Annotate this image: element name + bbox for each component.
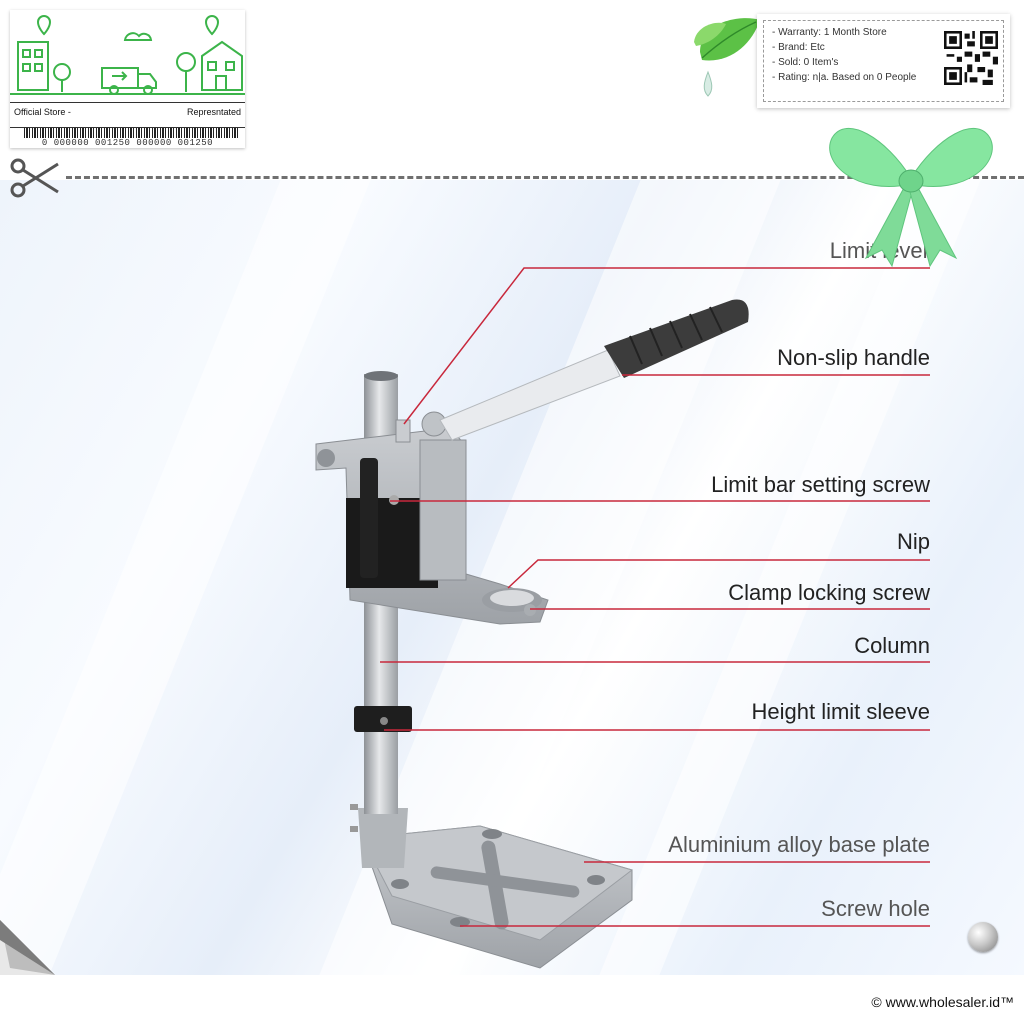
callout-label-nip: Nip	[896, 529, 930, 554]
official-store-label: Official Store -	[14, 107, 71, 117]
store-illustration-icon	[10, 15, 245, 95]
green-bow-icon	[829, 128, 993, 268]
warranty-text: - Warranty: 1 Month Store	[772, 27, 887, 38]
sold-text: - Sold: 0 Item's	[772, 57, 839, 68]
leaf-drop-icon	[694, 18, 760, 97]
barcode-number: 0 000000 001250 000000 001250	[41, 138, 214, 148]
scissors-icon	[10, 158, 59, 198]
callout-label-limit-bar-setting-screw: Limit bar setting screw	[711, 472, 930, 497]
callout-label-clamp-locking-screw: Clamp locking screw	[728, 580, 930, 605]
callout-line-limit-lever	[403, 267, 930, 425]
callout-label-base-plate: Aluminium alloy base plate	[668, 832, 930, 857]
callout-label-non-slip-handle: Non-slip handle	[777, 345, 930, 370]
callout-label-height-limit-sleeve: Height limit sleeve	[751, 699, 930, 724]
rating-text: - Rating: n|a. Based on 0 People	[772, 72, 917, 83]
cut-line-divider	[66, 176, 1024, 179]
page-curl-icon	[0, 920, 55, 975]
copyright-text: © www.wholesaler.id™	[871, 994, 1014, 1010]
represented-label: Represntated	[186, 107, 241, 117]
info-dashed-frame: - Warranty: 1 Month Store - Brand: Etc -…	[763, 20, 1004, 102]
qr-code-icon	[944, 31, 998, 85]
official-store-card: Official Store - Represntated 0 000000 0…	[10, 10, 245, 148]
callout-label-screw-hole: Screw hole	[821, 896, 930, 921]
scroll-to-top-button[interactable]	[968, 922, 998, 952]
callout-label-column: Column	[854, 633, 930, 658]
brand-text: - Brand: Etc	[772, 42, 825, 53]
barcode-icon	[24, 128, 239, 138]
store-label-strip: Official Store - Represntated	[10, 102, 245, 128]
product-info-box: - Warranty: 1 Month Store - Brand: Etc -…	[757, 14, 1010, 108]
callout-line-nip	[507, 559, 930, 589]
